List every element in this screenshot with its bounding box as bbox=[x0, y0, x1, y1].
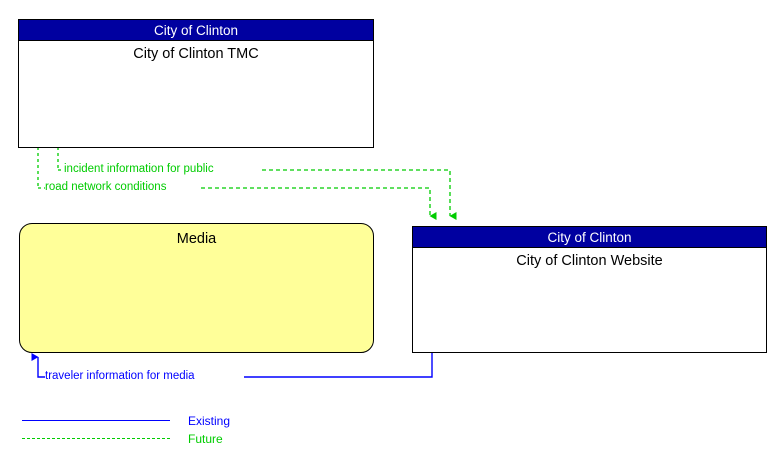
element-header-stakeholder: City of Clinton bbox=[19, 20, 373, 41]
terminator-title-media: Media bbox=[176, 231, 217, 247]
element-title-city-of-clinton-website: City of Clinton Website bbox=[516, 253, 663, 269]
element-header-stakeholder: City of Clinton bbox=[413, 227, 766, 248]
legend-label-existing: Existing bbox=[188, 414, 231, 428]
legend-label-future: Future bbox=[188, 432, 223, 446]
flow-label-traveler-information-for-media[interactable]: traveler information for media bbox=[45, 370, 195, 382]
element-box-city-of-clinton-website[interactable]: City of Clinton City of Clinton Website bbox=[412, 226, 767, 353]
legend-swatch-existing-line bbox=[22, 420, 170, 421]
terminator-box-media[interactable]: Media bbox=[19, 223, 374, 353]
flow-label-road-network-conditions[interactable]: road network conditions bbox=[45, 181, 167, 193]
legend-swatch-future-line bbox=[22, 438, 170, 439]
element-title-city-of-clinton-tmc: City of Clinton TMC bbox=[133, 46, 259, 62]
element-box-city-of-clinton-tmc[interactable]: City of Clinton City of Clinton TMC bbox=[18, 19, 374, 148]
legend: Existing Future bbox=[22, 413, 322, 453]
flow-label-incident-information-for-public[interactable]: incident information for public bbox=[64, 163, 214, 175]
